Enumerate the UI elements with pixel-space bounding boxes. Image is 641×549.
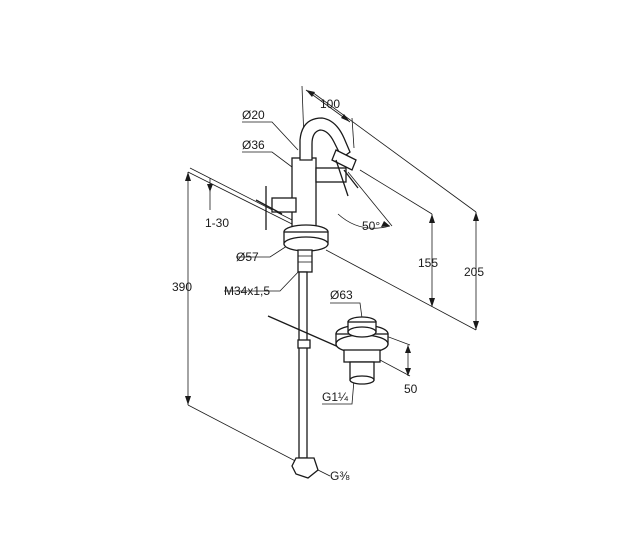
faucet-drawing bbox=[255, 117, 359, 479]
label-d20: Ø20 bbox=[242, 108, 265, 122]
drain-assembly bbox=[335, 316, 389, 385]
label-thread-m34: M34x1,5 bbox=[224, 284, 270, 298]
label-inlet-thread: G⅜ bbox=[330, 469, 350, 483]
label-drain-50: 50 bbox=[404, 382, 418, 396]
label-tilt-1-30: 1-30 bbox=[205, 216, 229, 230]
label-height-390: 390 bbox=[172, 280, 192, 294]
label-d63: Ø63 bbox=[330, 288, 353, 302]
threaded-shank bbox=[297, 249, 313, 273]
label-reach-100: 100 bbox=[320, 97, 340, 111]
label-d57: Ø57 bbox=[236, 250, 259, 264]
label-height-155: 155 bbox=[418, 256, 438, 270]
left-cross-handle bbox=[255, 186, 297, 230]
dimension-labels: Ø20 Ø36 100 1-30 50° Ø57 M34x1,5 390 155… bbox=[172, 97, 484, 483]
supply-hose bbox=[298, 271, 308, 459]
label-height-205: 205 bbox=[464, 265, 484, 279]
label-drain-thread: G1¼ bbox=[322, 390, 349, 404]
right-cross-handle bbox=[315, 159, 359, 197]
faucet-body bbox=[291, 157, 317, 231]
label-d36: Ø36 bbox=[242, 138, 265, 152]
dimension-lines bbox=[185, 85, 479, 477]
spout-outlet bbox=[331, 149, 357, 171]
hose-connector bbox=[291, 457, 319, 479]
label-angle-50: 50° bbox=[362, 219, 380, 233]
